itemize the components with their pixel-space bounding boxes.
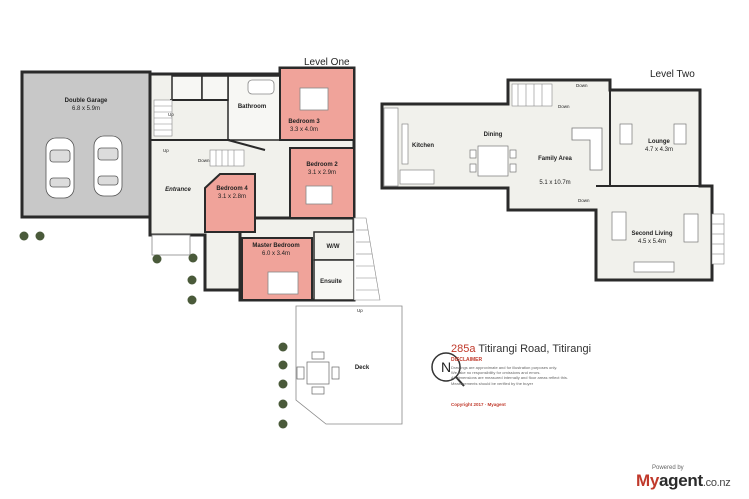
dining-table-icon xyxy=(469,145,517,177)
sofa-icon xyxy=(611,211,699,273)
bedroom-4-dimensions: 3.1 x 2.8m xyxy=(218,194,246,200)
deck-label: Deck xyxy=(355,365,370,371)
compass-north-letter: N xyxy=(441,359,451,375)
property-address: 285a Titirangi Road, Titirangi xyxy=(451,343,591,355)
stairs-up-label: Up xyxy=(168,112,174,117)
double-garage-area xyxy=(20,70,152,219)
address-street: Titirangi Road, Titirangi xyxy=(475,343,592,355)
side-stairs-icon xyxy=(353,217,381,301)
compass-icon: N xyxy=(431,352,465,387)
bed-icon xyxy=(305,185,333,205)
powered-by-text: Powered by xyxy=(652,465,684,471)
stairs-down-label: Down xyxy=(576,83,588,88)
sofa-icon xyxy=(571,127,603,171)
logo-my: My xyxy=(636,471,660,490)
kitchen-bench xyxy=(383,107,435,187)
level-one-title: Level One xyxy=(304,57,350,68)
outdoor-table-icon xyxy=(296,351,340,395)
disclaimer-line: Drawings are approximate and for illustr… xyxy=(451,365,558,370)
stairs-icon xyxy=(209,149,245,167)
bath-tub-icon xyxy=(247,79,275,95)
garage-label: Double Garage xyxy=(65,98,108,104)
copyright-text: Copyright 2017 · Myagent xyxy=(451,402,506,407)
armchair-icon xyxy=(619,123,687,145)
toilet-area xyxy=(171,75,203,101)
family-area-dimensions: 5.1 x 10.7m xyxy=(539,180,570,186)
second-living-dimensions: 4.5 x 5.4m xyxy=(638,239,666,245)
level-two-title: Level Two xyxy=(650,69,695,80)
bed-icon xyxy=(299,87,329,111)
entrance-label: Entrance xyxy=(165,187,191,193)
ww-label: W/W xyxy=(327,244,340,250)
myagent-logo: Myagent.co.nz xyxy=(636,471,731,491)
lounge-label: Lounge xyxy=(648,139,670,145)
address-number: 285a xyxy=(451,343,476,355)
lounge-dimensions: 4.7 x 4.3m xyxy=(645,147,673,153)
bedroom-3-dimensions: 3.3 x 4.0m xyxy=(290,127,318,133)
stairs-down-label: Down xyxy=(578,198,590,203)
second-living-label: Second Living xyxy=(631,231,672,237)
laundry-area xyxy=(201,75,229,101)
bedroom-3-label: Bedroom 3 xyxy=(288,119,320,125)
stairs-icon xyxy=(511,83,553,107)
car-icon xyxy=(93,135,123,197)
disclaimer-title: DISCLAIMER xyxy=(451,357,483,363)
disclaimer-line: We take no responsibility for omissions … xyxy=(451,370,541,376)
bathroom-label: Bathroom xyxy=(238,104,266,110)
stairs-down-label: Down xyxy=(558,104,570,109)
bed-icon xyxy=(267,271,299,295)
bedroom-4-label: Bedroom 4 xyxy=(216,186,248,192)
entry-steps xyxy=(151,234,191,256)
kitchen-label: Kitchen xyxy=(412,143,434,149)
car-icon xyxy=(45,137,75,199)
ensuite-area xyxy=(313,259,355,301)
disclaimer-line: Measurements should be verified by the b… xyxy=(451,380,534,386)
plant-icon xyxy=(19,231,288,429)
stairs-icon xyxy=(153,99,173,137)
stairs-up-label: Up xyxy=(163,148,169,153)
deck-area xyxy=(295,305,403,425)
master-bedroom-label: Master Bedroom xyxy=(252,243,299,249)
master-bedroom-dimensions: 6.0 x 3.4m xyxy=(262,251,290,257)
interior-walls xyxy=(150,99,354,151)
bedroom-2-label: Bedroom 2 xyxy=(306,162,338,168)
bedroom-4-area xyxy=(204,173,256,233)
stairs-up-label: Up xyxy=(357,308,363,313)
family-area-label: Family Area xyxy=(538,156,572,162)
side-stairs-icon xyxy=(711,213,725,265)
logo-agent: agent xyxy=(659,471,703,490)
disclaimer-text: Drawings are approximate and for illustr… xyxy=(451,365,621,386)
bedroom-2-dimensions: 3.1 x 2.9m xyxy=(308,170,336,176)
logo-tld: .co.nz xyxy=(702,477,731,489)
ensuite-label: Ensuite xyxy=(320,279,342,285)
stairs-down-label: Down xyxy=(198,158,210,163)
garage-dimensions: 6.8 x 5.9m xyxy=(72,106,100,112)
disclaimer-line: All dimensions are measured internally a… xyxy=(451,375,568,381)
dining-label: Dining xyxy=(484,132,503,138)
bedroom-2-area xyxy=(289,147,355,219)
